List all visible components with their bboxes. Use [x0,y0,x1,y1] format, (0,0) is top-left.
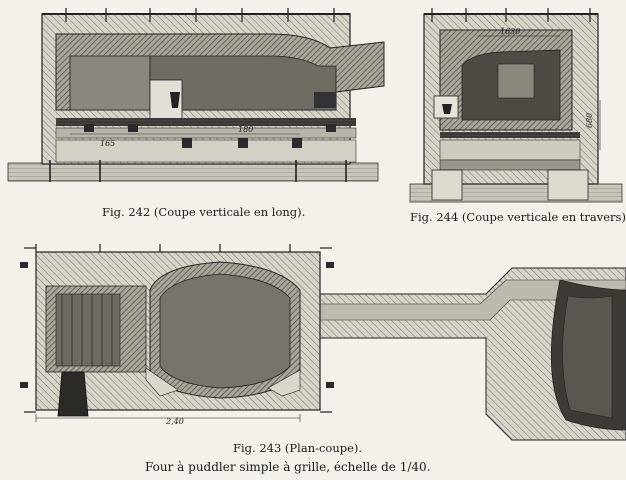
plate-title: Four à puddler simple à grille, échelle … [145,460,431,474]
fig243-drawing [20,244,626,441]
fig242-caption: Fig. 242 (Coupe verticale en long). [102,205,306,219]
fig244-drawing [409,8,623,203]
fig242-dim-label-a: 180 [238,125,253,134]
fig244-dim-label-b: 680 [585,113,594,128]
fig244-dim-label-a: 1630 [500,27,520,36]
fig243-caption: Fig. 243 (Plan-coupe). [233,441,363,455]
fig244-caption: Fig. 244 (Coupe verticale en travers). [410,210,626,224]
fig242-drawing [7,8,385,182]
fig242-dim-label-b: 165 [100,139,115,148]
fig243-dim-label-a: 2,40 [165,417,184,426]
